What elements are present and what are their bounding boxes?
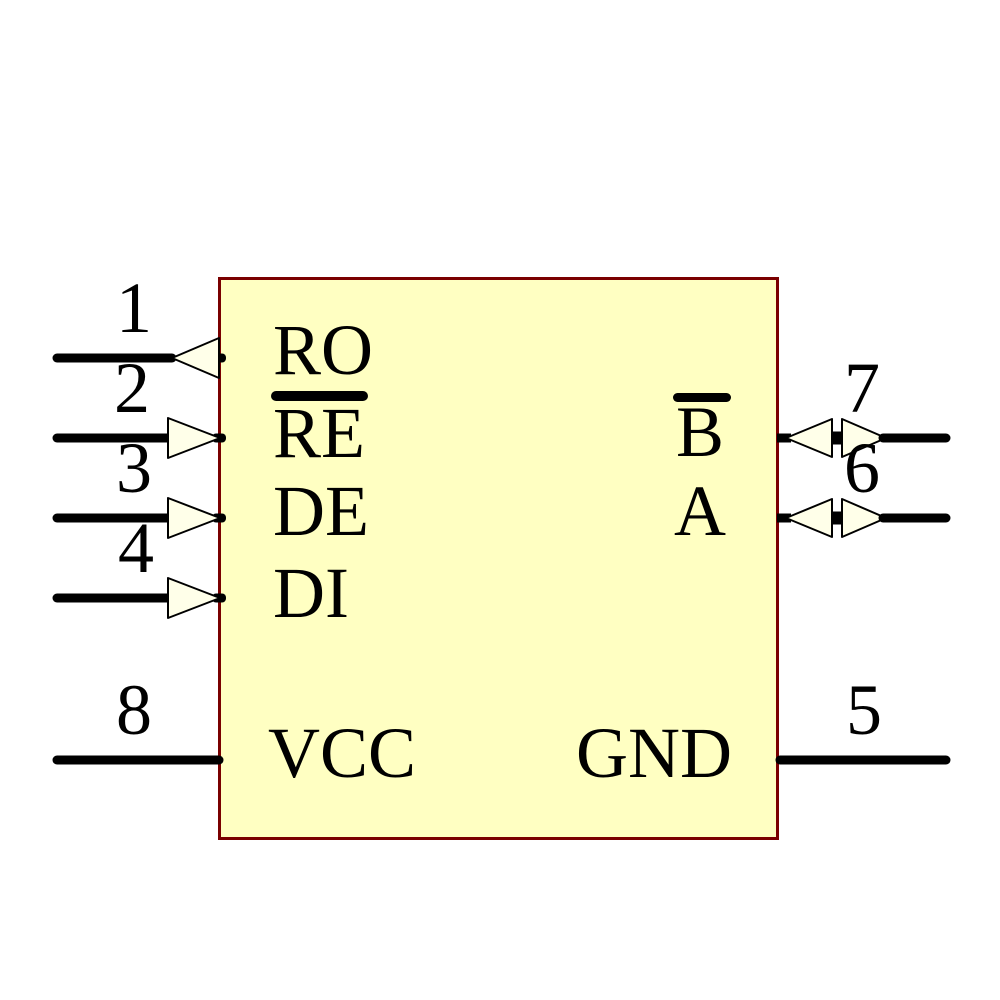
pin-3-number: 3 (116, 428, 152, 508)
pin-5-number: 5 (846, 670, 882, 750)
pin-4-input-arrow-icon (167, 577, 221, 619)
pin-2[interactable] (52, 417, 226, 459)
pin-7-label: B (675, 392, 725, 472)
pin-1-output-arrow-icon (171, 337, 220, 379)
pin-7-arrow-right-icon (841, 418, 887, 458)
pin-3[interactable] (52, 497, 226, 539)
pin-1-number: 1 (116, 268, 152, 348)
pin-6-number: 6 (844, 428, 880, 508)
pin-5-label: GND (576, 713, 732, 793)
pin-8-number: 8 (116, 670, 152, 750)
pin-7[interactable] (777, 418, 951, 458)
pin-7-arrow-left-icon (785, 418, 833, 458)
pin-6-arrow-right-icon (841, 498, 887, 538)
pin-7-nub (831, 431, 842, 445)
pin-7-number: 7 (844, 348, 880, 428)
pin-1[interactable] (52, 337, 226, 379)
pin-3-input-arrow-icon (167, 497, 221, 539)
pin-1-label: RO (273, 310, 374, 390)
b-overline (673, 393, 731, 402)
pin-6[interactable] (777, 498, 951, 538)
pin-2-label: RE (273, 393, 366, 473)
pin-6-nub (831, 511, 842, 525)
pin-6-stub (777, 513, 791, 523)
pin-6-label: A (674, 471, 726, 551)
pin-4-number: 4 (118, 508, 154, 588)
component-body[interactable] (218, 277, 779, 840)
pin-2-input-arrow-icon (167, 417, 221, 459)
pin-8-label: VCC (268, 713, 417, 793)
pin-4[interactable] (52, 577, 226, 619)
pin-7-stub (777, 433, 791, 443)
pin-6-arrow-left-icon (785, 498, 833, 538)
re-overline (271, 391, 368, 401)
pin-3-label: DE (273, 471, 369, 551)
pin-4-label: DI (273, 553, 349, 633)
pin-2-number: 2 (114, 348, 150, 428)
